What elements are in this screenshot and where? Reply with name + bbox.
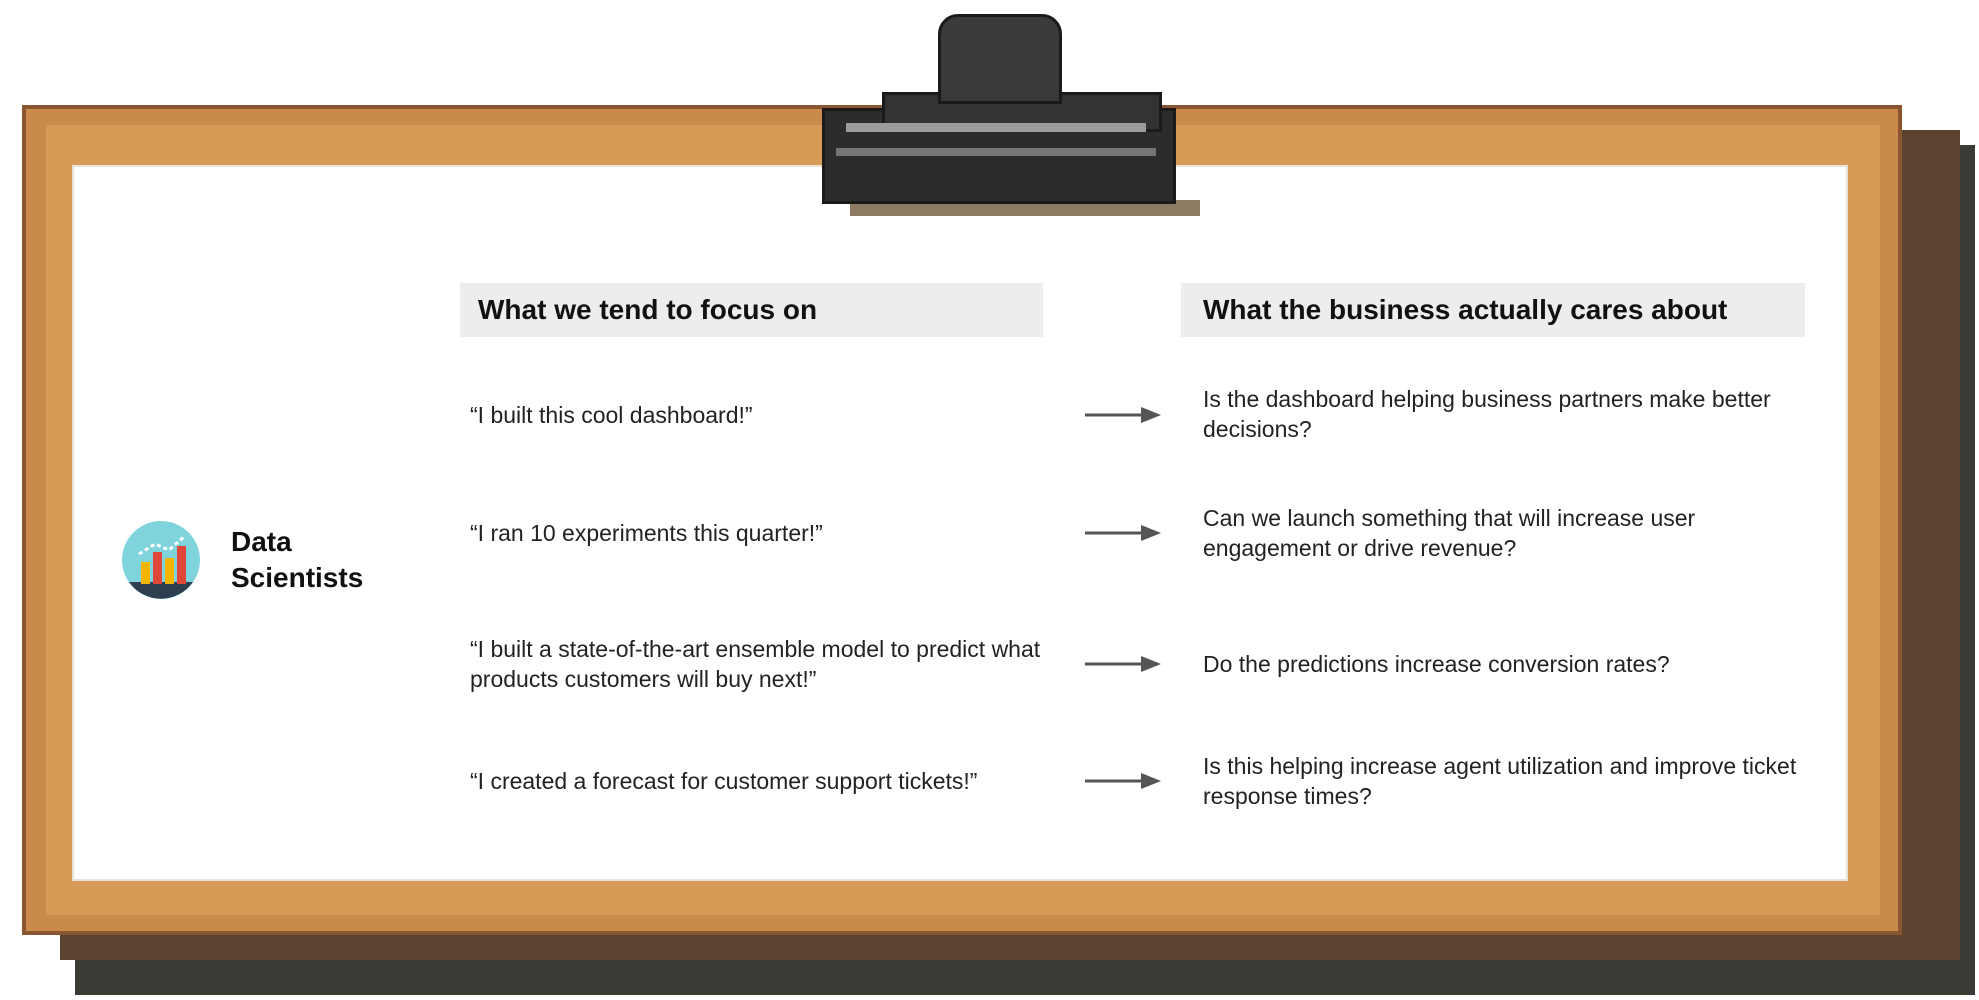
business-item-2: Can we launch something that will increa… [1203, 505, 1696, 561]
arrow-icon [1085, 525, 1161, 541]
bar-chart-icon [122, 521, 200, 599]
focus-header: What we tend to focus on [460, 283, 1043, 337]
clip-shadow [850, 200, 1200, 216]
focus-item-2: “I ran 10 experiments this quarter!” [470, 520, 823, 546]
clip-top [938, 14, 1062, 104]
focus-item-4: “I created a forecast for customer suppo… [470, 768, 978, 794]
focus-item-1: “I built this cool dashboard!” [470, 402, 753, 428]
business-item-3: Do the predictions increase conversion r… [1203, 651, 1670, 677]
arrow-icon [1085, 407, 1161, 423]
business-item-1: Is the dashboard helping business partne… [1203, 386, 1771, 442]
business-header: What the business actually cares about [1181, 283, 1805, 337]
focus-item-3: “I built a state-of-the-art ensemble mod… [470, 636, 1041, 692]
business-item-4: Is this helping increase agent utilizati… [1203, 753, 1797, 809]
persona-line1: Data [231, 526, 292, 557]
clip-highlight-lower [836, 148, 1156, 156]
clip-highlight [846, 123, 1146, 132]
arrow-icon [1085, 773, 1161, 789]
persona-line2: Scientists [231, 562, 364, 593]
persona-label: Data Scientists [231, 524, 363, 596]
arrow-icon [1085, 656, 1161, 672]
